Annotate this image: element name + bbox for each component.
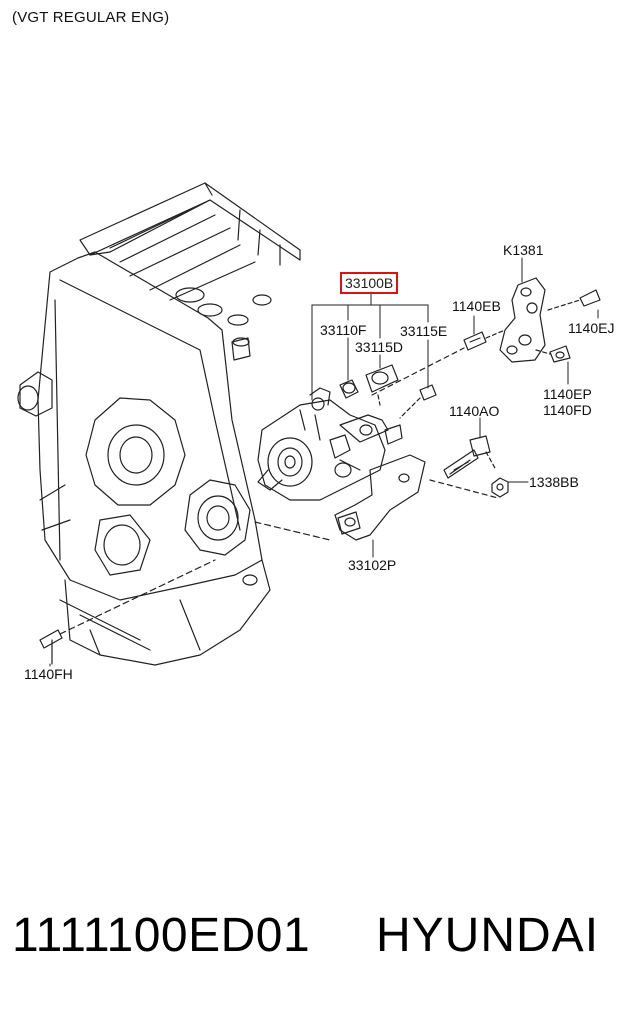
callout-33115e[interactable]: 33115E xyxy=(400,323,448,339)
nut-1338bb-illustration xyxy=(491,477,509,498)
bolt-1140fh-illustration xyxy=(39,559,216,665)
callout-1140fh[interactable]: 1140FH xyxy=(24,666,73,682)
bracket-33102p-illustration xyxy=(334,454,426,541)
callout-33102p[interactable]: 33102P xyxy=(348,557,397,573)
callout-33115d[interactable]: 33115D xyxy=(355,339,404,355)
bracket-k1381-illustration xyxy=(499,277,546,363)
callout-1140fd[interactable]: 1140FD xyxy=(543,402,592,418)
callout-leader-lines xyxy=(49,257,599,667)
bolt-1140ep-illustration xyxy=(535,345,571,363)
brand-name: HYUNDAI xyxy=(376,909,600,962)
fuel-injection-pump-illustration xyxy=(257,364,437,501)
bolt-1140ao-illustration xyxy=(429,435,499,499)
callout-1140eb[interactable]: 1140EB xyxy=(452,298,501,314)
callout-33110f[interactable]: 33110F xyxy=(320,322,367,338)
callout-k1381[interactable]: K1381 xyxy=(503,242,544,258)
part-number: 1111100ED01 xyxy=(12,909,311,962)
bolt-1140ej-illustration xyxy=(547,289,601,311)
diagram-variant-label: (VGT REGULAR ENG) xyxy=(12,9,170,26)
engine-block-illustration xyxy=(17,182,331,666)
callout-1338bb[interactable]: 1338BB xyxy=(529,474,579,490)
callout-1140ao[interactable]: 1140AO xyxy=(449,403,500,419)
bolt-1140eb-illustration xyxy=(371,329,506,396)
callout-33100b[interactable]: 33100B xyxy=(340,272,399,294)
callout-1140ep[interactable]: 1140EP xyxy=(543,386,592,402)
callout-1140ej[interactable]: 1140EJ xyxy=(568,320,615,336)
exploded-parts-diagram xyxy=(17,182,601,667)
